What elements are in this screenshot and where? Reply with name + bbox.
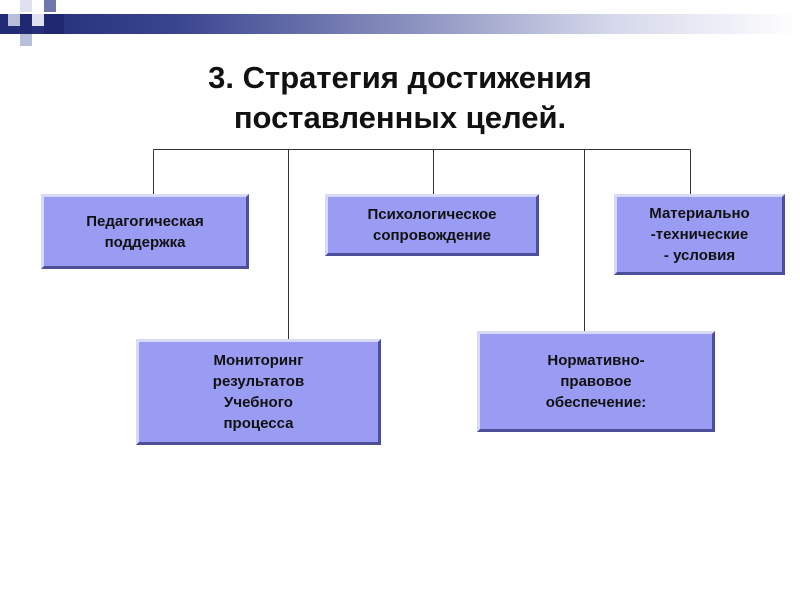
header-gradient-bar (0, 14, 800, 34)
box-material-technical-label: Материально -технические - условия (649, 205, 750, 264)
slide-title-line-1: 3. Стратегия достижения (208, 60, 592, 95)
slide-title-line-2: поставленных целей. (233, 100, 567, 135)
box-pedagogical-support-label: Педагогическая поддержка (86, 212, 204, 251)
box-normative-legal-label: Нормативно- правовое обеспечение: (545, 352, 647, 411)
box-monitoring-label: Мониторинг результатов Учебного процесса (212, 352, 305, 432)
slide-title: 3. Стратегия достижения поставленных цел… (0, 58, 800, 138)
box-psychological-accompaniment-label: Психологическое сопровождение (367, 206, 497, 244)
box-material-technical: Материально -технические - условия (614, 194, 785, 275)
box-pedagogical-support: Педагогическая поддержка (41, 194, 249, 269)
box-psychological-accompaniment: Психологическое сопровождение (325, 194, 539, 256)
box-monitoring: Мониторинг результатов Учебного процесса (136, 339, 381, 445)
box-normative-legal: Нормативно- правовое обеспечение: (477, 331, 715, 432)
